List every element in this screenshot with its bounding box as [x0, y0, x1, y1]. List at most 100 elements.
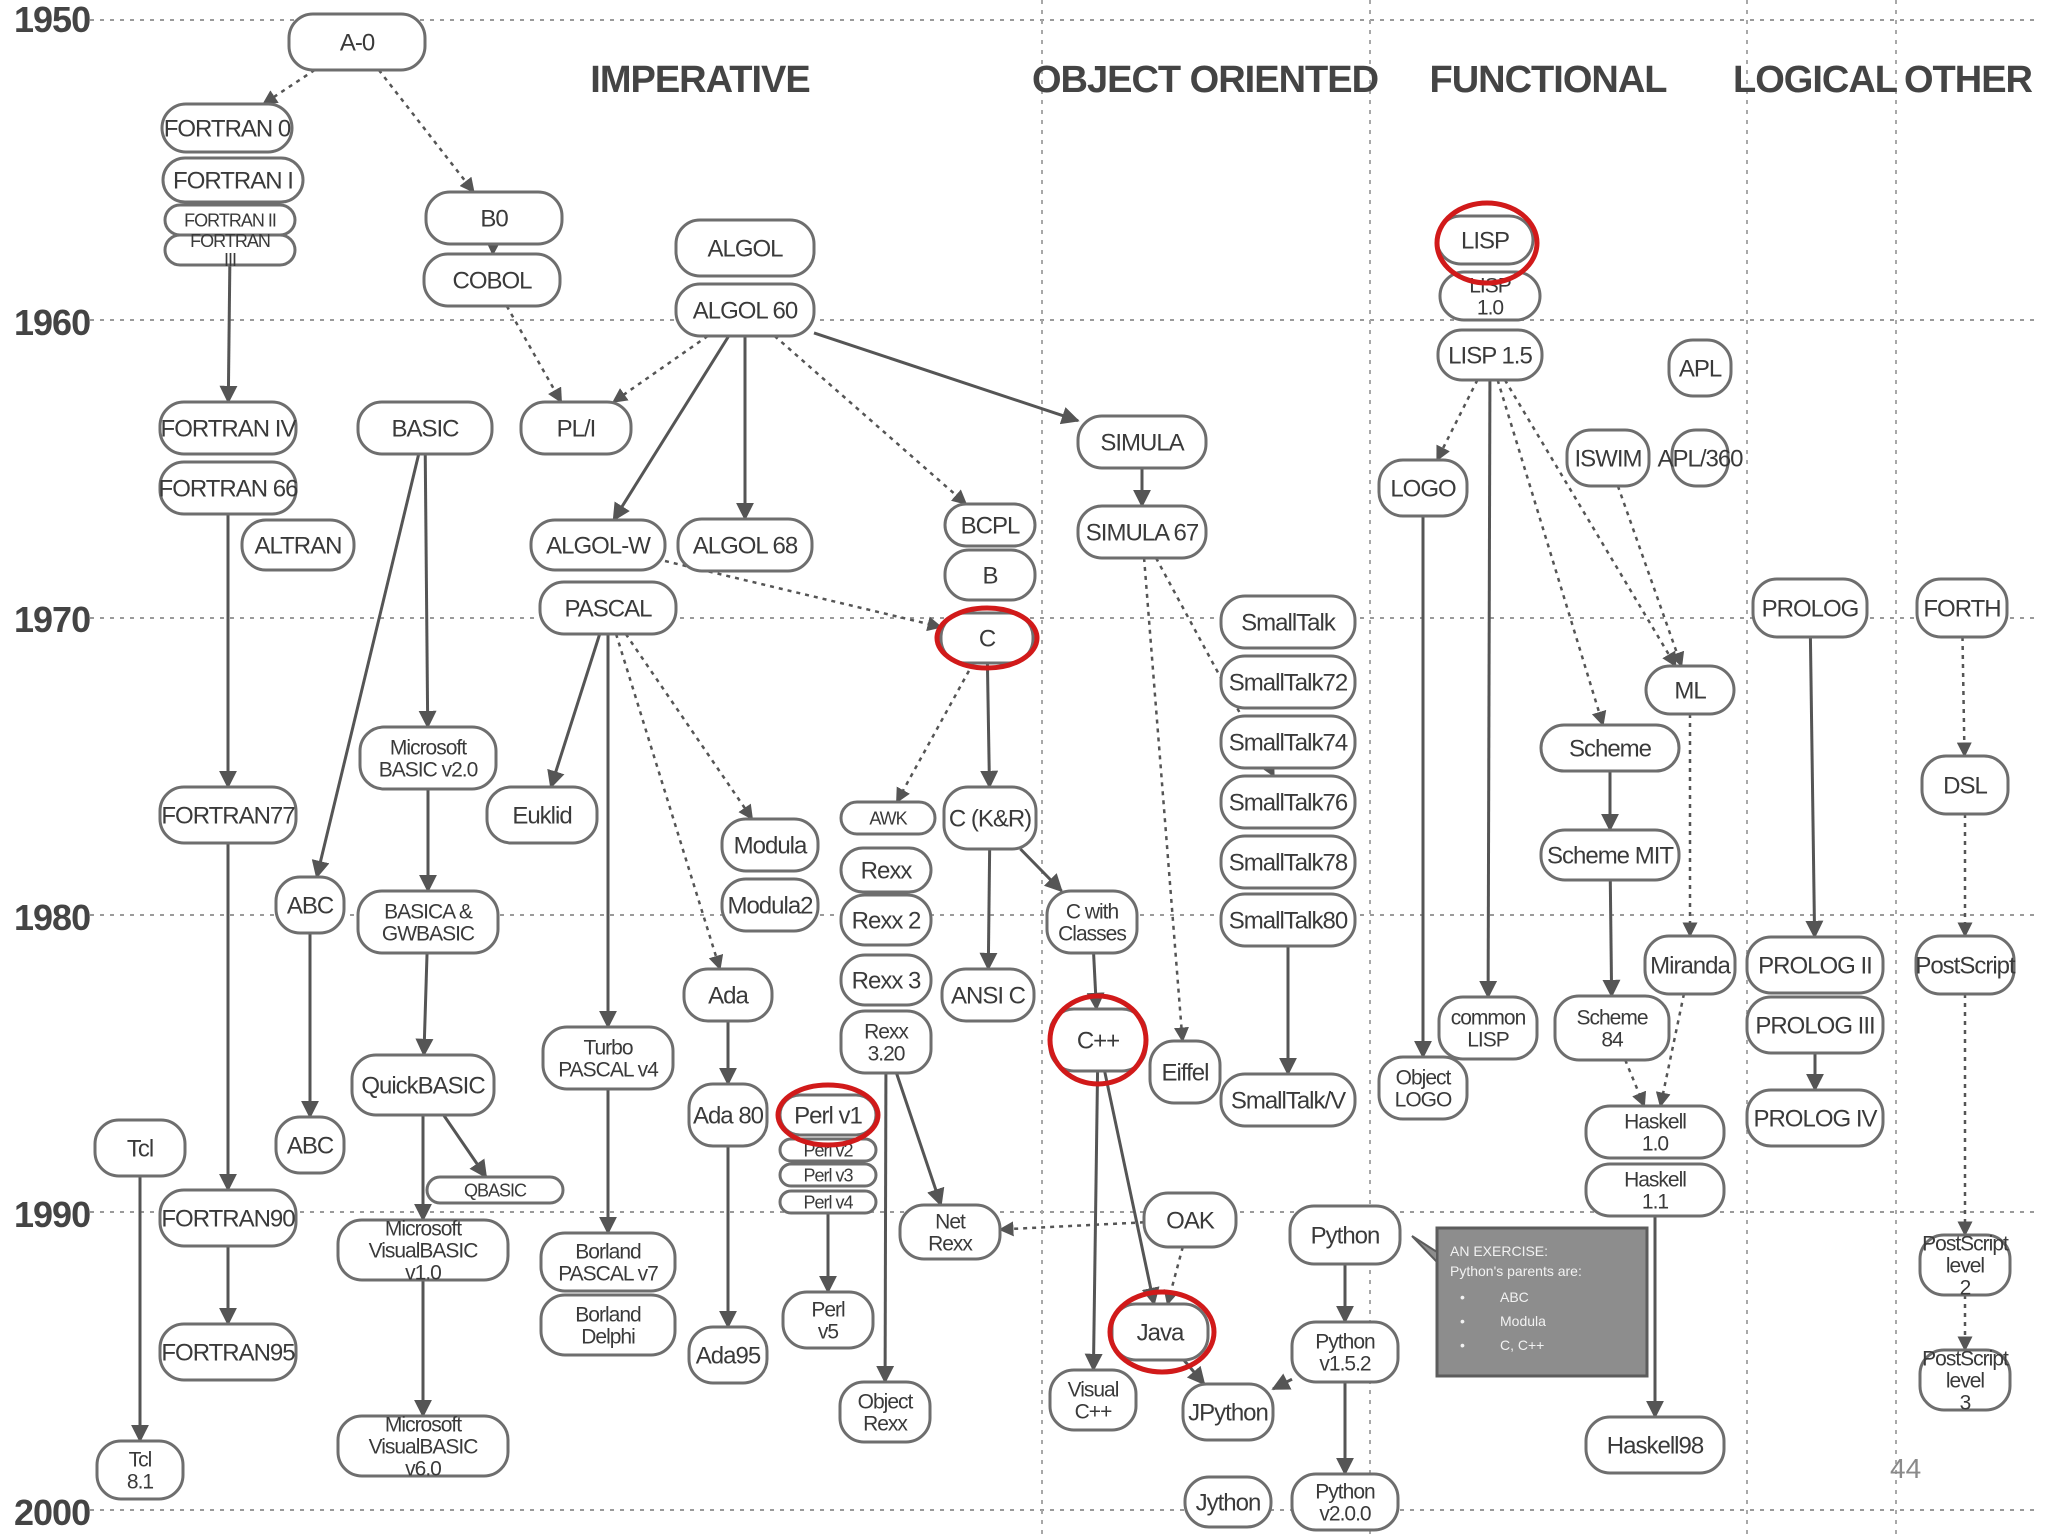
category-header: OTHER [1904, 59, 2033, 101]
edge-schememit-scheme84 [1602, 879, 1621, 998]
edge-basic-abc1 [311, 453, 421, 879]
node-fortran66: FORTRAN 66 [158, 460, 299, 516]
edge-ckr-cwithclasses [1019, 847, 1063, 893]
node-label: C [979, 625, 996, 652]
year-label: 1980 [14, 897, 90, 938]
timeline-grid [90, 0, 2040, 1536]
node-java: Java [1110, 1302, 1210, 1362]
edge-c-ckr [980, 662, 999, 789]
node-label: Ada95 [696, 1342, 761, 1369]
node-label: Perl v1 [794, 1102, 862, 1129]
node-label: ALGOL 60 [693, 297, 798, 324]
node-label: ABC [287, 892, 334, 919]
node-label: Python [1311, 1222, 1380, 1249]
node-jpython: JPython [1181, 1382, 1275, 1442]
edge-cpp-visualcpp [1084, 1070, 1103, 1372]
node-label: C++ [1077, 1027, 1119, 1054]
highlight-cpp [1047, 993, 1149, 1087]
node-label: Modula [734, 832, 808, 859]
node-label: FORTRAN95 [161, 1339, 295, 1366]
node-fortran90: FORTRAN90 [158, 1188, 298, 1248]
edge-a0-b0 [377, 69, 475, 194]
node-algolw: ALGOL-W [529, 518, 667, 572]
node-algol68: ALGOL 68 [676, 517, 814, 573]
node-awk: AWK [839, 800, 937, 836]
year-label: 1970 [14, 599, 90, 640]
node-label: ALGOL 68 [693, 532, 798, 559]
node-ml: ML [1644, 664, 1736, 716]
node-eiffel: Eiffel [1148, 1039, 1222, 1105]
node-perl4: Perl v4 [778, 1189, 878, 1215]
node-b0: B0 [424, 190, 564, 246]
node-label: FORTRAN 0 [164, 115, 291, 142]
node-prolog4: PROLOG IV [1745, 1088, 1885, 1148]
node-label: PROLOG III [1755, 1012, 1874, 1039]
node-fortran95: FORTRAN95 [158, 1322, 298, 1382]
edge-cwithclasses-cpp [1086, 952, 1105, 1011]
highlight-lisp [1434, 200, 1540, 286]
edge-oak-netrexx [998, 1221, 1145, 1237]
node-smalltalk: SmallTalk [1219, 594, 1357, 650]
node-label: DSL [1943, 772, 1987, 799]
category-header: FUNCTIONAL [1430, 59, 1668, 101]
node-label: B [982, 562, 997, 589]
node-label: SIMULA [1100, 429, 1184, 456]
edge-lisp15-logo [1435, 379, 1479, 462]
node-label: AWK [869, 808, 907, 828]
node-ada80: Ada 80 [687, 1082, 769, 1148]
node-a0: A-0 [287, 12, 427, 72]
node-label: QBASIC [464, 1180, 527, 1200]
edge-lisp15-ml [1503, 379, 1677, 668]
node-label: ANSI C [951, 982, 1026, 1009]
category-header: LOGICAL [1733, 59, 1898, 101]
node-label: SmallTalk/V [1231, 1087, 1346, 1114]
node-label: Rexx 2 [852, 907, 921, 934]
node-fortran0: FORTRAN 0 [160, 102, 294, 154]
node-label: SIMULA 67 [1086, 519, 1199, 546]
node-dsl: DSL [1920, 754, 2010, 816]
node-label: Haskell98 [1607, 1432, 1704, 1459]
edge-oak-java [1163, 1246, 1184, 1306]
node-label: Ada 80 [693, 1102, 764, 1129]
node-basic: BASIC [356, 400, 494, 456]
edge-algol60-simula [813, 331, 1080, 425]
node-qbasic: QBASIC [425, 1175, 565, 1205]
edge-pascal-euklid [547, 633, 602, 789]
node-label: PROLOG II [1758, 952, 1872, 979]
note-bullet-text-1: ABC [1500, 1289, 1529, 1305]
node-label: LISP [1461, 227, 1509, 254]
edge-iswim-ml [1616, 485, 1685, 668]
node-cobol: COBOL [422, 252, 562, 308]
edge-prolog-prolog2 [1805, 636, 1824, 939]
edge-simula67-eiffel [1142, 557, 1189, 1043]
node-algol60: ALGOL 60 [674, 282, 816, 338]
node-label: Perl v4 [803, 1192, 853, 1212]
edge-c-awk [895, 662, 975, 804]
highlight-circles [775, 200, 1540, 1375]
edge-fortran3-fortran4 [219, 264, 238, 404]
note-line-1: AN EXERCISE: [1450, 1243, 1548, 1259]
node-abc2: ABC [274, 1115, 346, 1175]
node-cpp: C++ [1048, 1007, 1148, 1073]
node-label: ABC [287, 1132, 334, 1159]
